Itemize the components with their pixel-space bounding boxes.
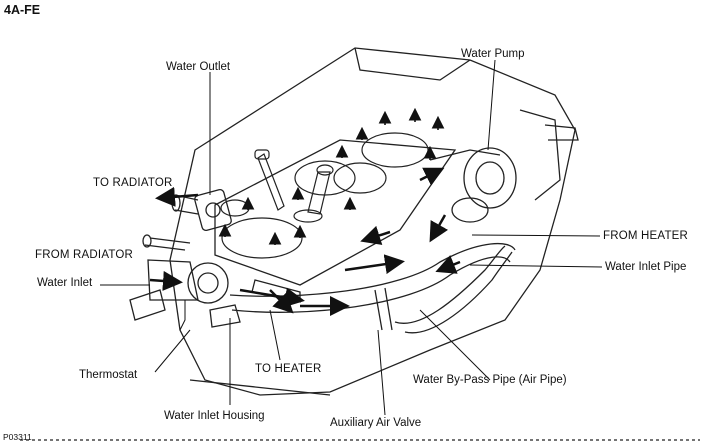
label-thermostat: Thermostat bbox=[79, 369, 138, 381]
label-water-bypass-pipe: Water By-Pass Pipe (Air Pipe) bbox=[413, 374, 567, 386]
head-flow-arrows bbox=[218, 107, 445, 245]
water-inlet-housing-part bbox=[129, 234, 241, 328]
figure-code: P03311 bbox=[3, 432, 32, 442]
label-to-radiator: TO RADIATOR bbox=[93, 177, 173, 189]
label-water-inlet-pipe: Water Inlet Pipe bbox=[605, 261, 687, 273]
label-auxiliary-air-valve: Auxiliary Air Valve bbox=[330, 417, 422, 429]
engine-code: 4A-FE bbox=[4, 3, 41, 17]
label-water-outlet: Water Outlet bbox=[166, 61, 231, 73]
water-pump bbox=[429, 147, 517, 223]
label-from-radiator: FROM RADIATOR bbox=[35, 249, 134, 261]
label-water-inlet-housing: Water Inlet Housing bbox=[164, 410, 265, 422]
label-from-heater: FROM HEATER bbox=[603, 230, 689, 242]
valves bbox=[254, 149, 334, 223]
flow-arrows bbox=[149, 167, 461, 316]
label-water-inlet: Water Inlet bbox=[37, 277, 93, 289]
label-water-pump: Water Pump bbox=[461, 48, 525, 60]
engine-block bbox=[20, 47, 700, 441]
label-to-heater: TO HEATER bbox=[255, 363, 322, 375]
leader-lines bbox=[100, 59, 603, 416]
